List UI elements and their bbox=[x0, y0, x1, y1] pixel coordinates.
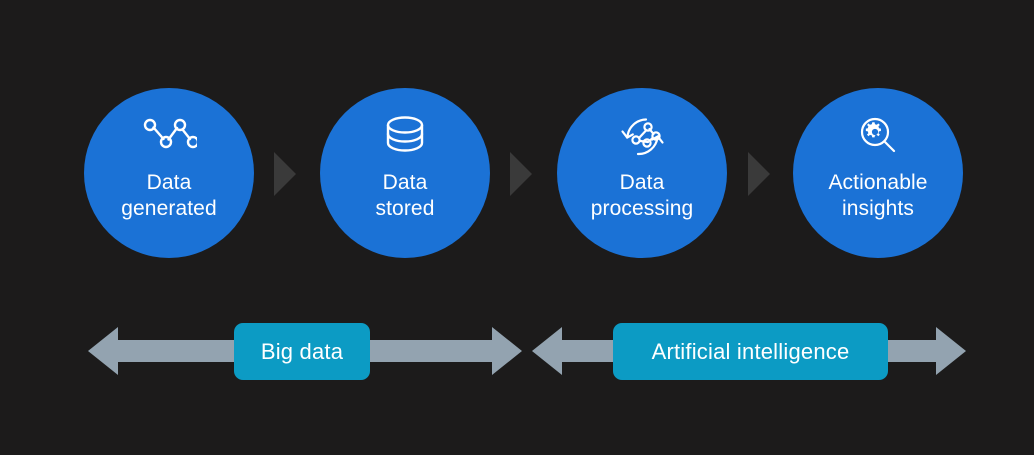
span-label-artificial-intelligence-text: Artificial intelligence bbox=[651, 338, 850, 364]
line-chart-nodes-icon bbox=[141, 114, 200, 164]
stage-label-actionable-insights: Actionable insights bbox=[828, 171, 928, 220]
stage-circle-actionable-insights[interactable]: Actionable insights bbox=[793, 88, 963, 258]
stage-label-data-stored: Data stored bbox=[375, 171, 435, 220]
stage-circle-data-stored[interactable]: Data stored bbox=[320, 88, 490, 258]
span-label-artificial-intelligence[interactable]: Artificial intelligence bbox=[613, 323, 888, 380]
span-label-big-data[interactable]: Big data bbox=[234, 323, 370, 380]
network-refresh-icon bbox=[614, 114, 670, 164]
span-label-big-data-text: Big data bbox=[260, 338, 344, 364]
database-cylinder-icon bbox=[377, 114, 433, 164]
magnifier-gear-icon bbox=[850, 114, 906, 164]
triangle-right-icon-3 bbox=[746, 150, 772, 198]
stage-circle-data-processing[interactable]: Data processing bbox=[557, 88, 727, 258]
stage-label-data-processing: Data processing bbox=[590, 171, 694, 220]
stage-label-data-generated: Data generated bbox=[121, 171, 217, 220]
triangle-right-icon-2 bbox=[508, 150, 534, 198]
stage-circle-data-generated[interactable]: Data generated bbox=[84, 88, 254, 258]
triangle-right-icon-1 bbox=[272, 150, 298, 198]
